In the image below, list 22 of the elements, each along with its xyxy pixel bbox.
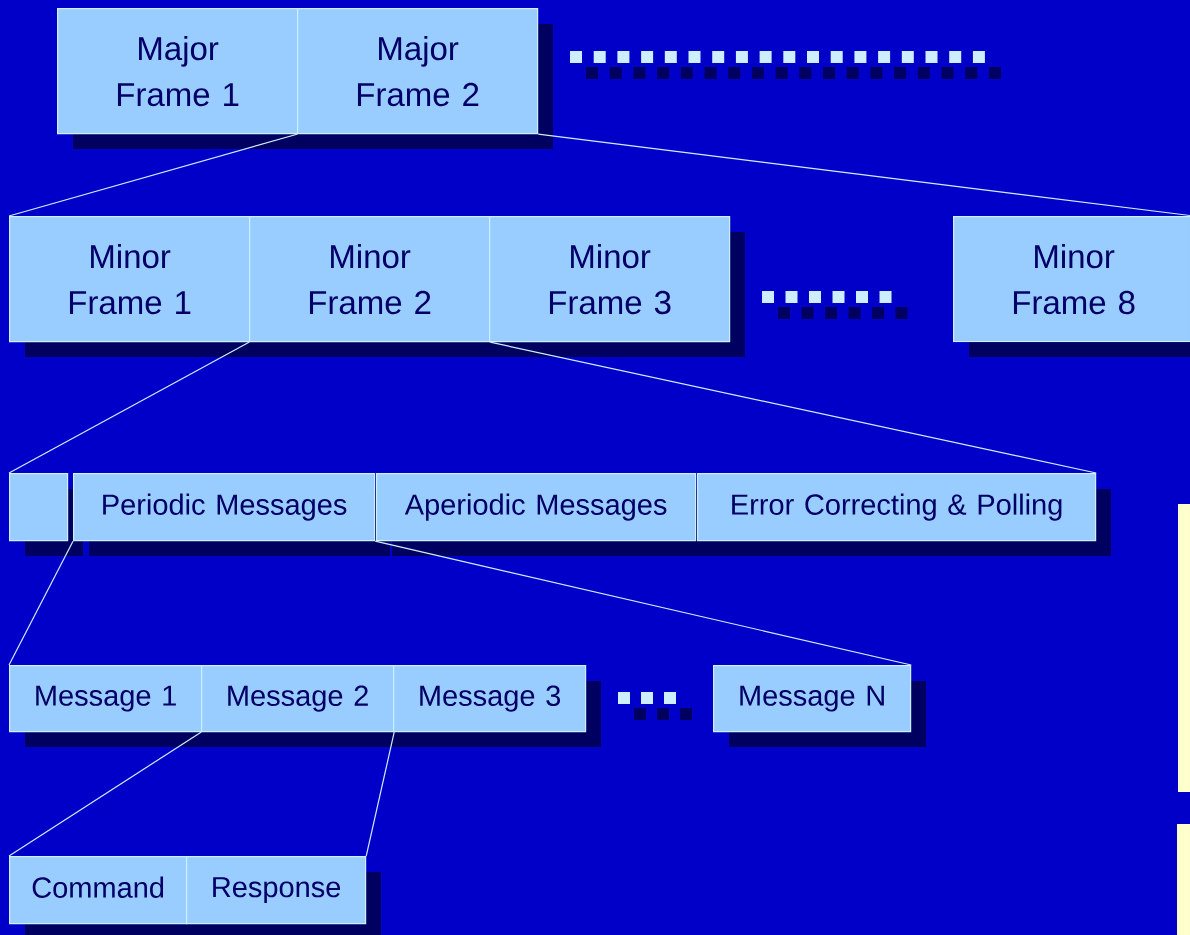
frame-box: Message 2 (201, 665, 395, 733)
expansion-line (365, 731, 395, 857)
frame-box: Major Frame 2 (297, 8, 539, 135)
frame-box: Message 1 (9, 665, 203, 733)
expansion-line (8, 731, 202, 857)
frame-box: Major Frame 1 (57, 8, 299, 135)
frame-box: Minor Frame 2 (249, 216, 491, 343)
expansion-line (374, 540, 912, 666)
frame-box: Minor Frame 1 (9, 216, 251, 343)
frame-box: Command (9, 856, 188, 925)
frame-box: Message N (713, 665, 912, 733)
expansion-line (8, 341, 250, 474)
frame-box: Minor Frame 8 (953, 216, 1190, 343)
frame-box: Periodic Messages (73, 473, 376, 542)
frame-box: Aperiodic Messages (376, 473, 697, 542)
frame-box: Error Correcting & Polling (697, 473, 1097, 542)
frame-box: Minor Frame 3 (489, 216, 731, 343)
expansion-line (489, 341, 1097, 474)
frame-box: Response (186, 856, 367, 925)
empty-box (9, 473, 69, 542)
frame-box: Message 3 (393, 665, 587, 733)
expansion-line (8, 133, 298, 217)
